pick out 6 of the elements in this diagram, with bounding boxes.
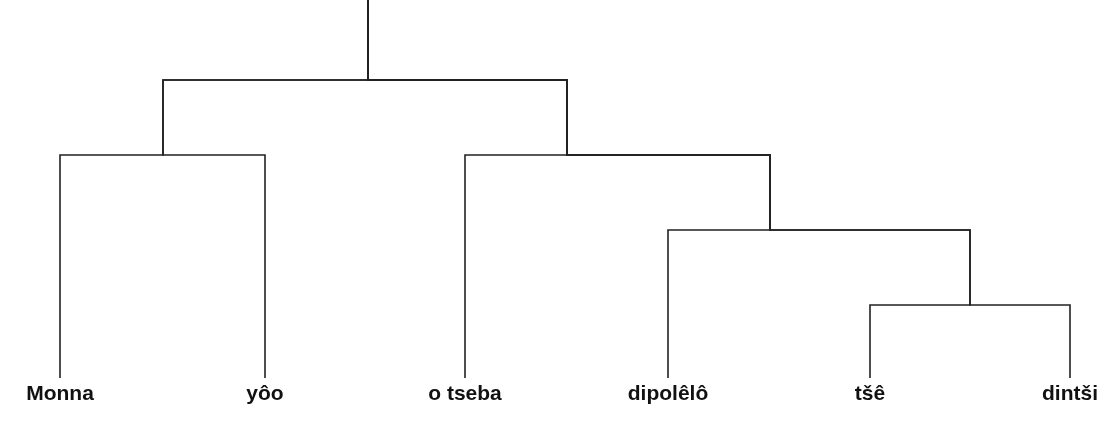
leaf-label: Monna — [26, 380, 94, 406]
leaf-label: yôo — [246, 380, 284, 406]
leaf-label: dipolêlô — [627, 380, 709, 406]
leaf-label: dintši — [1042, 380, 1098, 406]
leaf-label: tšê — [854, 380, 886, 406]
leaf-label: o tseba — [428, 380, 502, 406]
